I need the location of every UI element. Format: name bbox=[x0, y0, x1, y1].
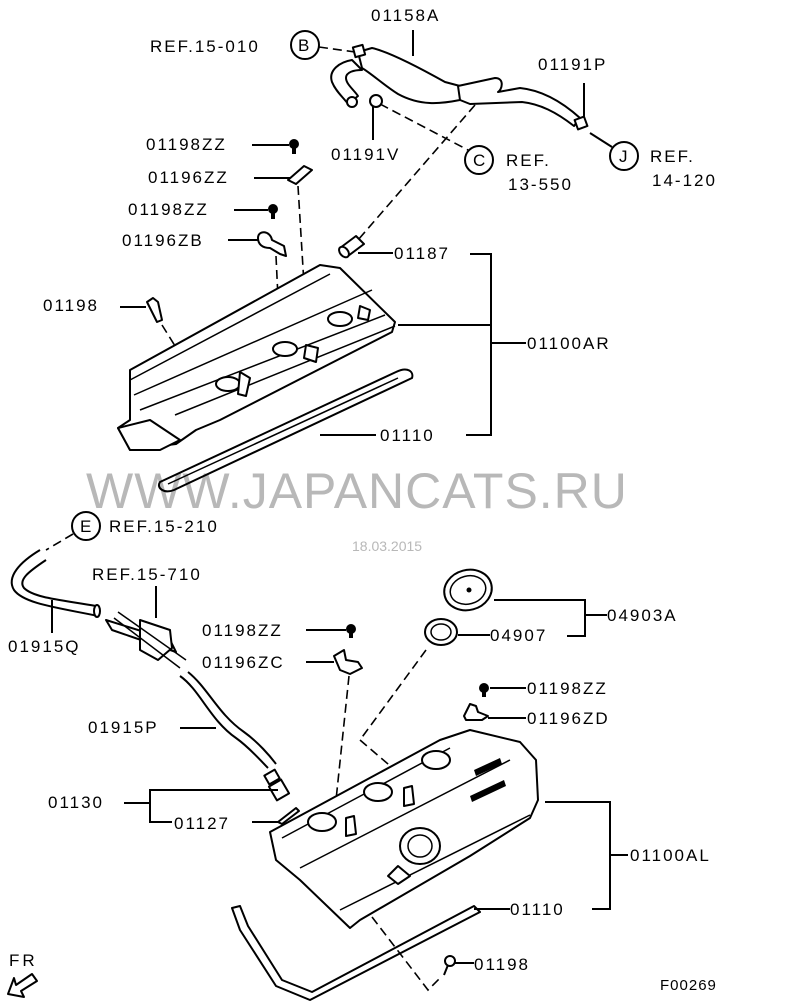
label-01915Q[interactable]: 01915Q bbox=[8, 637, 81, 656]
ref-c-letter: C bbox=[473, 151, 485, 170]
label-01198ZZ-a[interactable]: 01198ZZ bbox=[146, 135, 227, 154]
label-01191P[interactable]: 01191P bbox=[538, 55, 607, 74]
bolt-01198-b-dash bbox=[371, 916, 441, 992]
ref-c-line2[interactable]: 13-550 bbox=[508, 175, 573, 194]
leader-01130-bottom bbox=[149, 803, 172, 823]
bracket-01196ZZ[interactable] bbox=[287, 165, 313, 185]
bolt-01198ZZ-c[interactable] bbox=[346, 624, 356, 638]
label-ref-15-210[interactable]: REF.15-210 bbox=[109, 517, 219, 536]
seal-04907[interactable] bbox=[424, 618, 458, 646]
label-01100AR[interactable]: 01100AR bbox=[527, 334, 611, 353]
hose-01915Q[interactable] bbox=[10, 549, 101, 618]
ref-b-letter: B bbox=[298, 36, 309, 55]
label-01198-b[interactable]: 01198 bbox=[474, 955, 530, 974]
hose-01915P[interactable] bbox=[179, 671, 277, 769]
grommet-01127[interactable] bbox=[277, 807, 300, 825]
label-01196ZC[interactable]: 01196ZC bbox=[202, 653, 285, 672]
label-01915P[interactable]: 01915P bbox=[88, 718, 159, 737]
label-01158A[interactable]: 01158A bbox=[371, 6, 440, 25]
bracket-01196ZD[interactable] bbox=[463, 703, 489, 721]
ref-b-circle[interactable] bbox=[290, 30, 320, 60]
oil-filler-cap-04903A[interactable] bbox=[440, 564, 497, 615]
grommet-01191V[interactable] bbox=[369, 94, 383, 108]
pcv-valve-01130[interactable] bbox=[263, 768, 291, 802]
valve-cover-right[interactable] bbox=[117, 264, 396, 451]
label-01110-b[interactable]: 01110 bbox=[510, 900, 565, 919]
front-arrow-icon bbox=[7, 973, 38, 998]
label-01196ZD[interactable]: 01196ZD bbox=[527, 709, 610, 728]
ref-e-circle[interactable] bbox=[71, 511, 101, 541]
ref-b-dash bbox=[318, 46, 356, 53]
bracket-01100AL bbox=[545, 801, 611, 910]
bolt-01198ZZ-b[interactable] bbox=[268, 204, 278, 219]
bracket-01196ZC[interactable] bbox=[333, 649, 363, 675]
clip-01191P[interactable] bbox=[573, 115, 589, 131]
label-01127[interactable]: 01127 bbox=[174, 814, 230, 833]
bracket-04903A bbox=[494, 599, 586, 637]
label-01100AL[interactable]: 01100AL bbox=[630, 846, 711, 865]
seal-dash bbox=[359, 649, 427, 741]
ref-e-dash bbox=[45, 533, 74, 551]
label-04907[interactable]: 04907 bbox=[490, 626, 547, 645]
ref-j-letter: J bbox=[619, 147, 628, 166]
gasket-01110-lower[interactable] bbox=[231, 905, 481, 1001]
label-04903A[interactable]: 04903A bbox=[607, 606, 678, 625]
bolt-01198ZZ-d[interactable] bbox=[479, 683, 489, 697]
ref-j-line1[interactable]: REF. bbox=[650, 147, 695, 166]
leader-01130-top bbox=[124, 789, 278, 804]
ref-e-letter: E bbox=[80, 517, 91, 536]
ref-j-leader bbox=[589, 132, 613, 148]
label-01191V[interactable]: 01191V bbox=[331, 145, 400, 164]
label-01198ZZ-d[interactable]: 01198ZZ bbox=[527, 679, 608, 698]
ref-c-line1[interactable]: REF. bbox=[506, 151, 551, 170]
label-01198ZZ-b[interactable]: 01198ZZ bbox=[128, 200, 209, 219]
ref-c-circle[interactable] bbox=[464, 145, 494, 175]
label-01198ZZ-c[interactable]: 01198ZZ bbox=[202, 621, 283, 640]
gasket-01110-upper[interactable] bbox=[158, 368, 414, 493]
ref-c-dash bbox=[379, 103, 469, 151]
label-ref-15-710[interactable]: REF.15-710 bbox=[92, 565, 202, 584]
label-01198-a[interactable]: 01198 bbox=[43, 296, 99, 315]
ref-j-circle[interactable] bbox=[609, 141, 639, 171]
fitting-01187[interactable] bbox=[337, 235, 365, 259]
label-01196ZB[interactable]: 01196ZB bbox=[122, 231, 204, 250]
label-01187[interactable]: 01187 bbox=[394, 244, 450, 263]
label-01110-a[interactable]: 01110 bbox=[380, 426, 435, 445]
bracket-01100AR bbox=[466, 253, 492, 436]
harness-clip[interactable] bbox=[105, 611, 187, 669]
hose-01158A[interactable] bbox=[330, 43, 581, 127]
bracket-01196ZB[interactable] bbox=[257, 231, 287, 257]
label-ref-15-010[interactable]: REF.15-010 bbox=[150, 37, 260, 56]
ref-j-line2[interactable]: 14-120 bbox=[652, 171, 717, 190]
direction-label: FR bbox=[9, 951, 38, 970]
watermark-date: 18.03.2015 bbox=[352, 538, 422, 554]
watermark: WWW.JAPANCATS.RU bbox=[86, 463, 628, 519]
bolt-01198ZZ-a[interactable] bbox=[289, 139, 299, 154]
bracket-zc-dash bbox=[335, 675, 350, 801]
bolt-01198-a[interactable] bbox=[146, 297, 163, 323]
valve-cover-left[interactable] bbox=[269, 729, 539, 929]
label-01130[interactable]: 01130 bbox=[48, 793, 104, 812]
hose-01187-dash bbox=[357, 104, 476, 241]
figure-code: F00269 bbox=[660, 977, 717, 994]
label-01196ZZ[interactable]: 01196ZZ bbox=[148, 168, 229, 187]
mitsubishi-logo bbox=[387, 865, 411, 885]
bolt-01198-b[interactable] bbox=[443, 955, 456, 976]
